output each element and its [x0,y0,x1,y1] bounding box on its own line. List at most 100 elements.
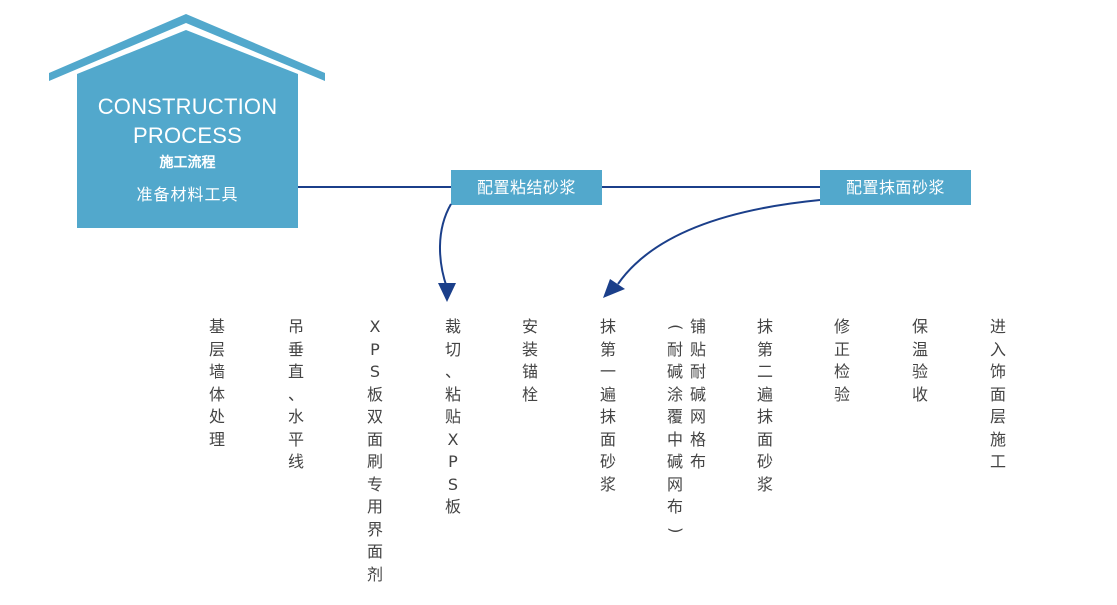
step-char: 覆 [666,407,683,426]
step-char: 刷 [366,452,383,471]
step-char: P [370,339,380,359]
step-char: 入 [989,339,1006,359]
step-char: 专 [366,474,383,494]
step-9: 修正检验 [832,316,852,406]
step-char: 界 [366,519,383,539]
step-char: 双 [366,407,383,426]
mortar-plaster-box: 配置抹面砂浆 [820,170,971,205]
step-char: 二 [756,362,773,381]
step-char: 抹 [756,407,773,426]
step-char: 检 [833,362,850,381]
step-char: 饰 [989,362,1006,381]
step-char: 抹 [756,317,773,336]
house-first-step: 准备材料工具 [136,185,239,204]
step-char: P [448,452,458,471]
step-char: 施 [989,429,1006,449]
step-11: 进入饰面层施工 [988,316,1008,474]
step-char: 布 [689,452,706,471]
step-char: 处 [208,407,225,426]
step-char: 粘 [444,384,461,404]
step-char: 切 [444,339,461,359]
house-block: CONSTRUCTION PROCESS 施工流程 准备材料工具 [77,74,298,228]
step-char: 裁 [444,317,461,336]
step-char: ) [666,526,686,533]
step-char: 平 [287,429,304,449]
step-char: 耐 [666,339,683,359]
step-char: S [369,362,381,381]
step-char: 安 [521,317,538,336]
step-char: 面 [989,384,1006,404]
step-char: 贴 [689,339,706,359]
step-char: 碱 [666,362,683,381]
step-char: 层 [208,339,225,359]
step-char: 网 [689,407,706,426]
step-char: 理 [208,429,225,449]
step-char: 第 [599,339,616,359]
step-char: S [447,474,459,494]
step-char: 锚 [521,362,538,381]
step-char: 网 [666,474,683,494]
house-subtitle: 施工流程 [159,155,216,171]
step-char: X [369,317,381,336]
step-5: 安装锚栓 [520,316,540,406]
step-char: 体 [208,384,225,404]
step-char: X [447,429,459,449]
step-char: 温 [911,339,928,359]
step-char: 、 [287,384,304,404]
step-char: 第 [756,339,773,359]
mortar-bonding-box: 配置粘结砂浆 [451,170,602,205]
step-char: 耐 [689,362,706,381]
step-char: 一 [599,362,616,381]
step-char: 贴 [444,407,461,426]
arrow-to-first-plaster [617,199,821,285]
step-char: 线 [287,452,304,471]
step-char: 面 [366,542,383,561]
roof-gable [77,30,298,74]
step-char: 抹 [599,317,616,336]
step-char: 碱 [666,452,683,471]
step-char: 进 [989,317,1006,336]
step-char: 水 [287,407,304,426]
step-char: 浆 [599,474,616,494]
step-char: 层 [989,407,1006,426]
arrow-to-cutting [439,203,452,289]
step-char: 墙 [208,362,225,381]
step-char: 保 [911,317,928,336]
roof-icon [49,14,325,81]
step-char: 栓 [521,384,538,404]
step-char: 装 [521,339,538,359]
step-char: 正 [833,339,850,359]
step-char: 收 [911,384,928,404]
step-char: 碱 [689,384,706,404]
step-char: 基 [208,317,225,336]
arrow-head-1 [438,283,456,302]
step-char: 抹 [599,407,616,426]
step-char: 面 [599,429,616,449]
step-char: 吊 [287,317,304,336]
step-char: 遍 [599,384,616,404]
arrow-head-2 [603,279,625,298]
step-char: 面 [366,429,383,449]
step-char: 浆 [756,474,773,494]
step-char: 直 [287,362,304,381]
house-title-line2: PROCESS [133,123,242,148]
step-char: 验 [833,384,850,404]
step-char: 修 [833,317,850,336]
step-char: 砂 [599,452,616,471]
step-char: 面 [756,429,773,449]
step-char: 验 [911,362,928,381]
step-char: 垂 [287,339,304,359]
step-1: 基层墙体处理 [207,316,227,451]
step-char: 涂 [666,384,683,404]
step-char: 遍 [756,384,773,404]
step-char: 、 [444,362,461,381]
step-char: 铺 [689,317,706,336]
step-char: 剂 [366,564,383,584]
step-8: 抹第二遍抹面砂浆 [755,316,775,496]
step-char: ( [666,324,686,331]
step-char: 用 [366,497,383,516]
step-char: 砂 [756,452,773,471]
